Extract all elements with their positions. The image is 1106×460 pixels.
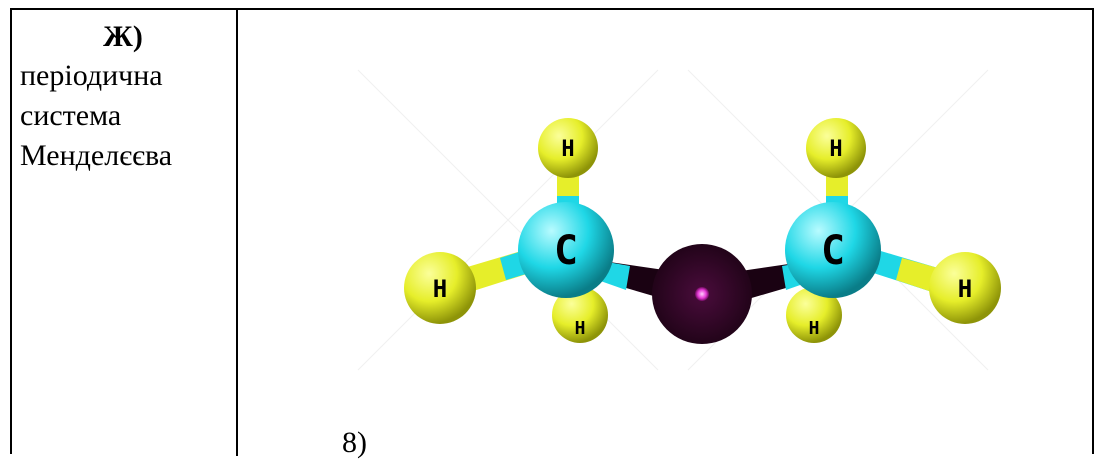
atom-label: H: [809, 318, 820, 339]
right-cell: H C H H C H H H 8): [238, 10, 1092, 459]
bond-ch: [896, 258, 938, 292]
atom-label: H: [575, 318, 586, 339]
cell-text-line: періодична: [20, 59, 163, 92]
cell-heading: Ж): [103, 20, 143, 53]
cell-text-line: Менделєєва: [20, 139, 173, 172]
atom-label: H: [433, 275, 447, 303]
atom-label: H: [958, 275, 972, 303]
table-border: [10, 8, 1094, 454]
atom-oxygen-core: [695, 287, 709, 301]
molecule-image: H C H H C H H H: [357, 69, 1001, 371]
cell-text-line: система: [20, 99, 122, 132]
cell-text: періодична система Менделєєва: [20, 56, 234, 176]
atom-carbon: [518, 202, 614, 298]
atom-label: C: [821, 228, 845, 274]
atom-hydrogen: [404, 252, 476, 324]
column-divider: [236, 8, 238, 456]
atom-hydrogen: [929, 252, 1001, 324]
item-number: 8): [342, 426, 367, 459]
atom-hydrogen: [538, 118, 598, 178]
atom-hydrogen-back: [786, 287, 842, 343]
atom-label: H: [829, 137, 842, 162]
atom-label: C: [554, 228, 578, 274]
atom-carbon: [785, 202, 881, 298]
atom-hydrogen: [806, 118, 866, 178]
atom-hydrogen-back: [552, 287, 608, 343]
atom-label: H: [561, 137, 574, 162]
left-cell: Ж) періодична система Менделєєва: [10, 10, 236, 450]
